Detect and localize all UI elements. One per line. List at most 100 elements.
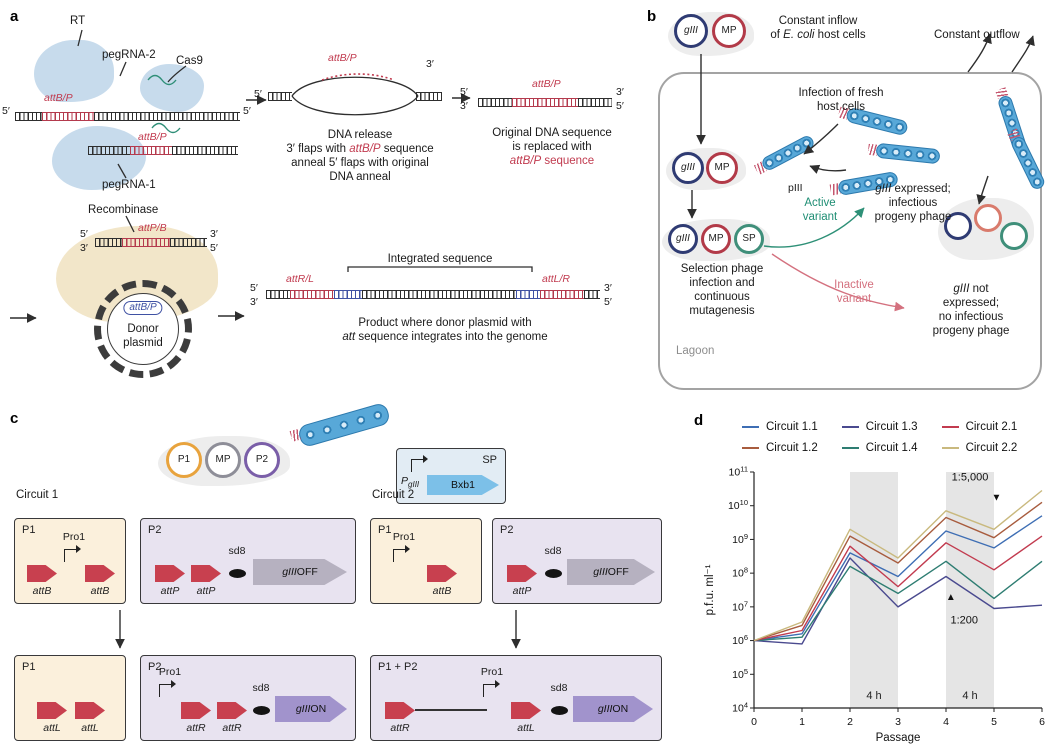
pegrna2-label: pegRNA-2 — [102, 49, 156, 61]
circuit1-title: Circuit 1 — [16, 489, 59, 501]
attbp-flap-dashes — [321, 73, 395, 81]
pgiii-promoter-arrow — [411, 455, 428, 472]
dna-strand-segment — [88, 146, 130, 155]
attP-site-arrow — [155, 565, 185, 582]
circuit2-p1-box: P1 Pro1 attB — [370, 518, 482, 604]
attbp-site-label: attB/P — [532, 78, 561, 90]
circuit1-p1-after-box: P1 attL attL — [14, 655, 126, 741]
sd8-rbs — [545, 569, 562, 578]
active-variant-label: Active variant — [802, 197, 838, 224]
y-axis-title: p.f.u. ml⁻¹ — [704, 564, 716, 615]
box-tag: P2 — [148, 661, 162, 673]
attbp-site-label: attB/P — [138, 131, 167, 143]
caption-line: is replaced with — [512, 141, 592, 154]
giii-inline: gIII — [593, 565, 608, 578]
attrl-site-label: attR/L — [286, 273, 315, 285]
attP-site-arrow — [191, 565, 221, 582]
caption-line: host cells — [814, 29, 866, 42]
y-tick-label: 105 — [732, 667, 748, 681]
circuit1-p1-box: P1 Pro1 attB attB — [14, 518, 126, 604]
sp-tag: SP — [482, 454, 497, 466]
attR-site-arrow — [217, 702, 247, 719]
backbone-line — [415, 709, 487, 711]
dna-strand-segment — [95, 238, 122, 247]
attP-label: attP — [512, 585, 532, 597]
band-label: 4 h — [866, 690, 881, 702]
mp-plasmid-ring: MP — [205, 442, 241, 478]
lagoon-label: Lagoon — [676, 345, 715, 357]
sd8-label: sd8 — [252, 682, 270, 694]
giii-inline: gIII — [953, 283, 970, 295]
three-prime-label: 3′ — [616, 86, 624, 98]
sp-genome-box: SP PgIII Bxb1 — [396, 448, 506, 504]
pro1-label: Pro1 — [392, 531, 416, 543]
sd8-label: sd8 — [544, 545, 562, 557]
legend-swatch — [742, 446, 759, 450]
dna-attpb-segment — [122, 238, 170, 247]
legend-swatch — [742, 425, 759, 429]
dna-release-caption: DNA release 3′ flaps with attB/P sequenc… — [258, 128, 462, 184]
attbp-inline: attB/P — [509, 155, 542, 168]
x-tick-label: 2 — [847, 716, 853, 728]
selection-phage-icon — [296, 401, 392, 449]
pro1-label: Pro1 — [480, 666, 504, 678]
attR-label: attR — [222, 722, 242, 734]
series-line-circuit-1-4 — [753, 560, 1043, 642]
x-tick-label: 4 — [943, 716, 949, 728]
legend-swatch — [841, 425, 859, 429]
selection-caption: Selection phage infection and continuous… — [680, 263, 764, 318]
product-caption: Product where donor plasmid with att seq… — [300, 316, 590, 344]
attL-site-arrow — [75, 702, 105, 719]
attR-label: attR — [186, 722, 206, 734]
dna-strand-segment — [268, 92, 292, 101]
inflow-caption: Constant inflow of E. coli host cells — [754, 14, 882, 42]
caption-line: Constant inflow — [778, 15, 858, 27]
attpb-site-label: attP/B — [138, 222, 167, 234]
dna-strand-segment — [172, 146, 238, 155]
donor-plasmid-label: Donor plasmid — [123, 322, 163, 349]
dilution-band — [946, 472, 994, 708]
mp-plasmid-ring: MP — [706, 152, 738, 184]
attR-site-arrow — [385, 702, 415, 719]
attL-site-arrow — [37, 702, 67, 719]
five-prime-label: 5′ — [460, 86, 468, 98]
attB-site-arrow — [427, 565, 457, 582]
five-prime-label: 5′ — [210, 242, 218, 254]
giii-inline: gIII — [597, 702, 613, 715]
circuit2-fused-box: P1 + P2 attR Pro1 attL sd8 gIII ON — [370, 655, 662, 741]
legend-item: Circuit 2.2 — [941, 441, 1017, 455]
panel-c-label: c — [10, 410, 19, 427]
dna-attlr-segment — [540, 290, 584, 299]
dna-strand-segment — [170, 238, 207, 247]
dna-strand-segment — [266, 290, 290, 299]
attP-label: attP — [196, 585, 216, 597]
pgiii-promoter-label: PgIII — [401, 475, 419, 490]
legend-item: Circuit 2.1 — [941, 420, 1018, 434]
dna-strand-segment — [584, 290, 600, 299]
legend-label: Circuit 2.1 — [965, 421, 1018, 433]
dna-attrl-segment — [290, 290, 334, 299]
legend-swatch — [941, 446, 959, 450]
dna-donor-segment — [334, 290, 362, 299]
x-tick-label: 5 — [991, 716, 997, 728]
dna-strand-segment — [362, 290, 516, 299]
plasmid-ring — [1000, 222, 1028, 250]
attL-label: attL — [43, 722, 61, 734]
off-inline: OFF — [296, 565, 318, 578]
attbp-inline: attB/P — [349, 143, 381, 156]
box-tag: P2 — [148, 524, 162, 536]
dilution-band — [850, 472, 898, 708]
five-prime-label: 5′ — [2, 105, 10, 117]
pro1-promoter-arrow — [64, 545, 81, 562]
dilution-annotation-marker: ▼ — [991, 493, 1001, 504]
plasmid-ring — [974, 204, 1002, 232]
dna-bubble-bottom-arc — [291, 95, 419, 116]
legend-item: Circuit 1.4 — [841, 441, 918, 455]
dna-donor-segment — [516, 290, 540, 299]
giii-inline: gIII — [295, 702, 311, 715]
series-line-circuit-2-2 — [753, 489, 1043, 642]
series-line-circuit-2-1 — [753, 535, 1043, 642]
five-prime-label: 5′ — [243, 105, 251, 117]
